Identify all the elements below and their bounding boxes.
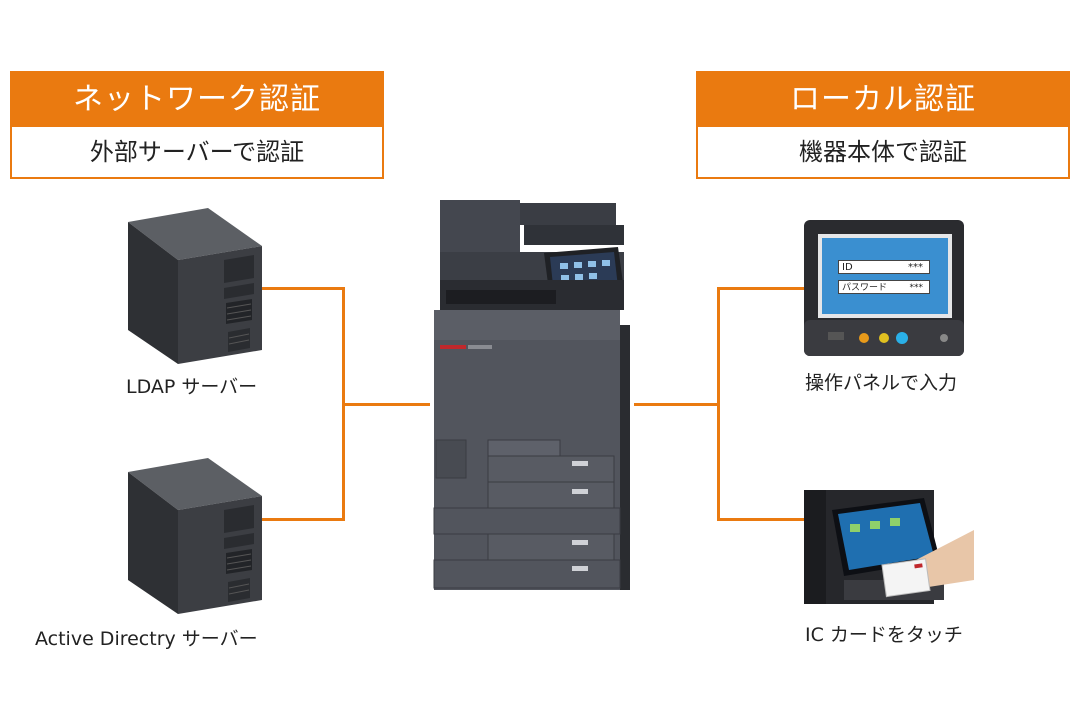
ic-card-label: IC カードをタッチ — [805, 624, 963, 646]
ic-card-touch-icon — [804, 490, 974, 604]
panel-password-field: パスワード *** — [838, 280, 930, 294]
connector-ldap-h — [262, 287, 344, 290]
ad-server-icon — [128, 458, 262, 614]
panel-id-label: ID — [842, 262, 853, 273]
connector-left-to-mfp — [342, 403, 430, 406]
panel-password-label: パスワード — [842, 283, 888, 293]
connector-card-h — [717, 518, 805, 521]
connector-ad-h — [262, 518, 344, 521]
connector-right-v — [717, 287, 720, 521]
ad-server-label: Active Directry サーバー — [35, 628, 258, 650]
panel-password-value: *** — [909, 283, 924, 293]
operation-panel-device: ID *** パスワード *** — [804, 220, 964, 356]
operation-panel-label: 操作パネルで入力 — [805, 372, 958, 394]
network-auth-box: ネットワーク認証 外部サーバーで認証 — [10, 71, 384, 179]
mfp-printer-icon — [433, 200, 630, 590]
network-auth-title: ネットワーク認証 — [12, 73, 382, 127]
local-auth-subtitle: 機器本体で認証 — [799, 138, 967, 166]
local-auth-title: ローカル認証 — [698, 73, 1068, 127]
panel-id-value: *** — [908, 262, 923, 273]
ldap-server-icon — [128, 208, 262, 364]
panel-id-field: ID *** — [838, 260, 930, 274]
connector-right-to-mfp — [634, 403, 720, 406]
network-auth-subtitle: 外部サーバーで認証 — [89, 138, 305, 166]
ldap-server-label: LDAP サーバー — [126, 376, 258, 398]
connector-panel-h — [717, 287, 805, 290]
local-auth-box: ローカル認証 機器本体で認証 — [696, 71, 1070, 179]
